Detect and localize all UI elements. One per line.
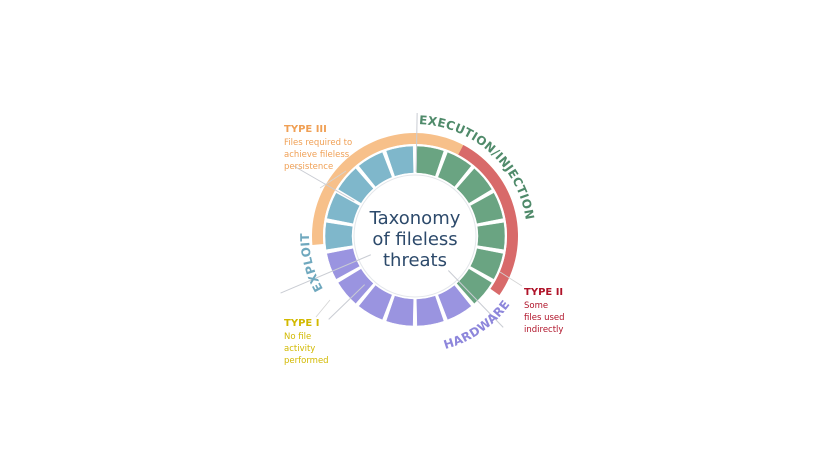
divider-line — [328, 284, 365, 320]
leader-line — [319, 170, 347, 189]
center-title-line-3: threats — [383, 250, 447, 271]
divider-line — [293, 165, 355, 202]
type-ii-line-2: files used — [524, 313, 565, 323]
wheel-segment — [358, 151, 393, 188]
wheel-segment — [469, 247, 504, 280]
leader-line — [315, 299, 331, 318]
type-ii-ring — [458, 145, 518, 296]
type-ii-line-1: Some — [524, 301, 549, 311]
type-iii-line-3: persistence — [284, 162, 334, 172]
wheel-segment — [437, 151, 472, 188]
type-ii-title: TYPE II — [524, 287, 564, 298]
center-title-line-2: of fileless — [372, 229, 457, 250]
wheel-segment — [416, 295, 445, 327]
type-i-line-1: No file — [284, 332, 312, 342]
type-iii-line-1: Files required to — [284, 138, 353, 148]
type-i-title: TYPE I — [284, 318, 320, 329]
wheel-segment — [337, 167, 374, 204]
wheel-segment — [476, 221, 506, 251]
type-i-line-3: performed — [284, 356, 329, 366]
wheel-segment — [469, 192, 504, 225]
wheel-segment — [385, 145, 414, 177]
wheel-segment — [456, 268, 493, 305]
wheel-segment — [358, 284, 393, 321]
wheel-segment — [416, 145, 445, 177]
type-iii-line-2: achieve fileless — [284, 150, 350, 160]
center-title-line-1: Taxonomy — [369, 208, 461, 229]
leader-line — [499, 271, 523, 287]
divider-line — [415, 113, 418, 173]
wheel-segment — [326, 192, 361, 225]
type-ii-line-3: indirectly — [524, 325, 564, 335]
inner-circle — [353, 174, 477, 298]
type-iii-title: TYPE III — [284, 124, 327, 135]
divider-line — [447, 270, 504, 328]
wheel-segment — [456, 167, 493, 204]
wheel-segment — [324, 221, 354, 251]
wheel-segment — [337, 268, 374, 305]
wheel-segment — [437, 284, 472, 321]
divider-line — [280, 254, 372, 294]
type-i-line-2: activity — [284, 344, 316, 354]
wheel-segment — [385, 295, 414, 327]
